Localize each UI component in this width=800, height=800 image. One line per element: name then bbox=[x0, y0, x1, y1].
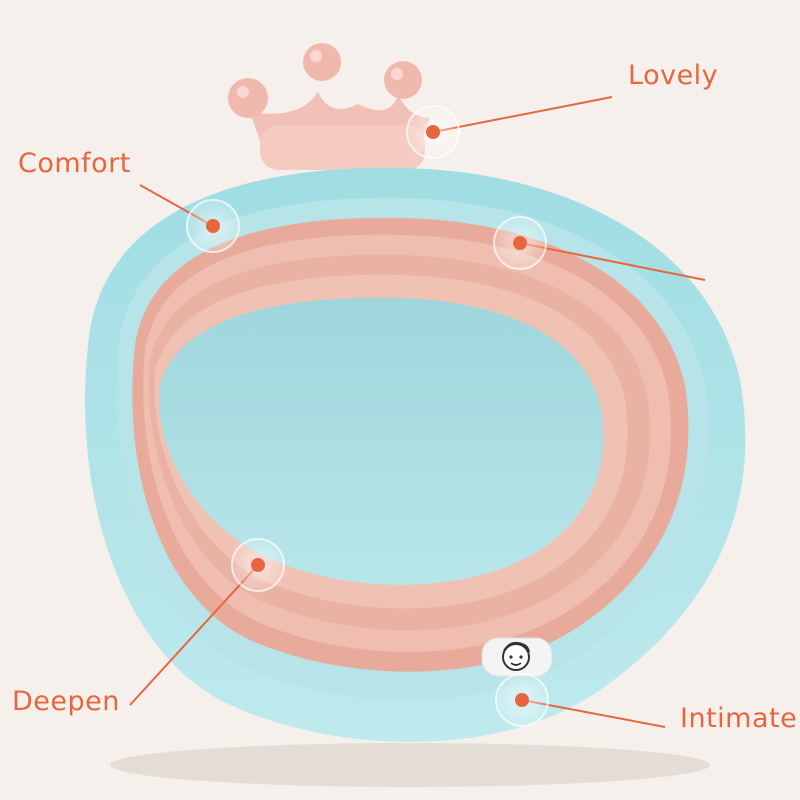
callout-label-comfort: Comfort bbox=[18, 148, 131, 179]
basin-bottom bbox=[159, 297, 604, 585]
callout-label-intimate: Intimate bbox=[680, 703, 798, 734]
hotspot-intimate[interactable] bbox=[495, 673, 549, 727]
floor-shadow bbox=[110, 743, 710, 787]
callout-label-deepen: Deepen bbox=[12, 686, 120, 717]
hotspot-deepen[interactable] bbox=[231, 538, 285, 592]
crown-icon bbox=[228, 43, 430, 170]
hotspot-folds[interactable] bbox=[493, 216, 547, 270]
baby-face-icon bbox=[481, 637, 553, 677]
hotspot-comfort[interactable] bbox=[186, 199, 240, 253]
callout-label-lovely: Lovely bbox=[628, 60, 719, 91]
hotspot-lovely[interactable] bbox=[406, 105, 460, 159]
